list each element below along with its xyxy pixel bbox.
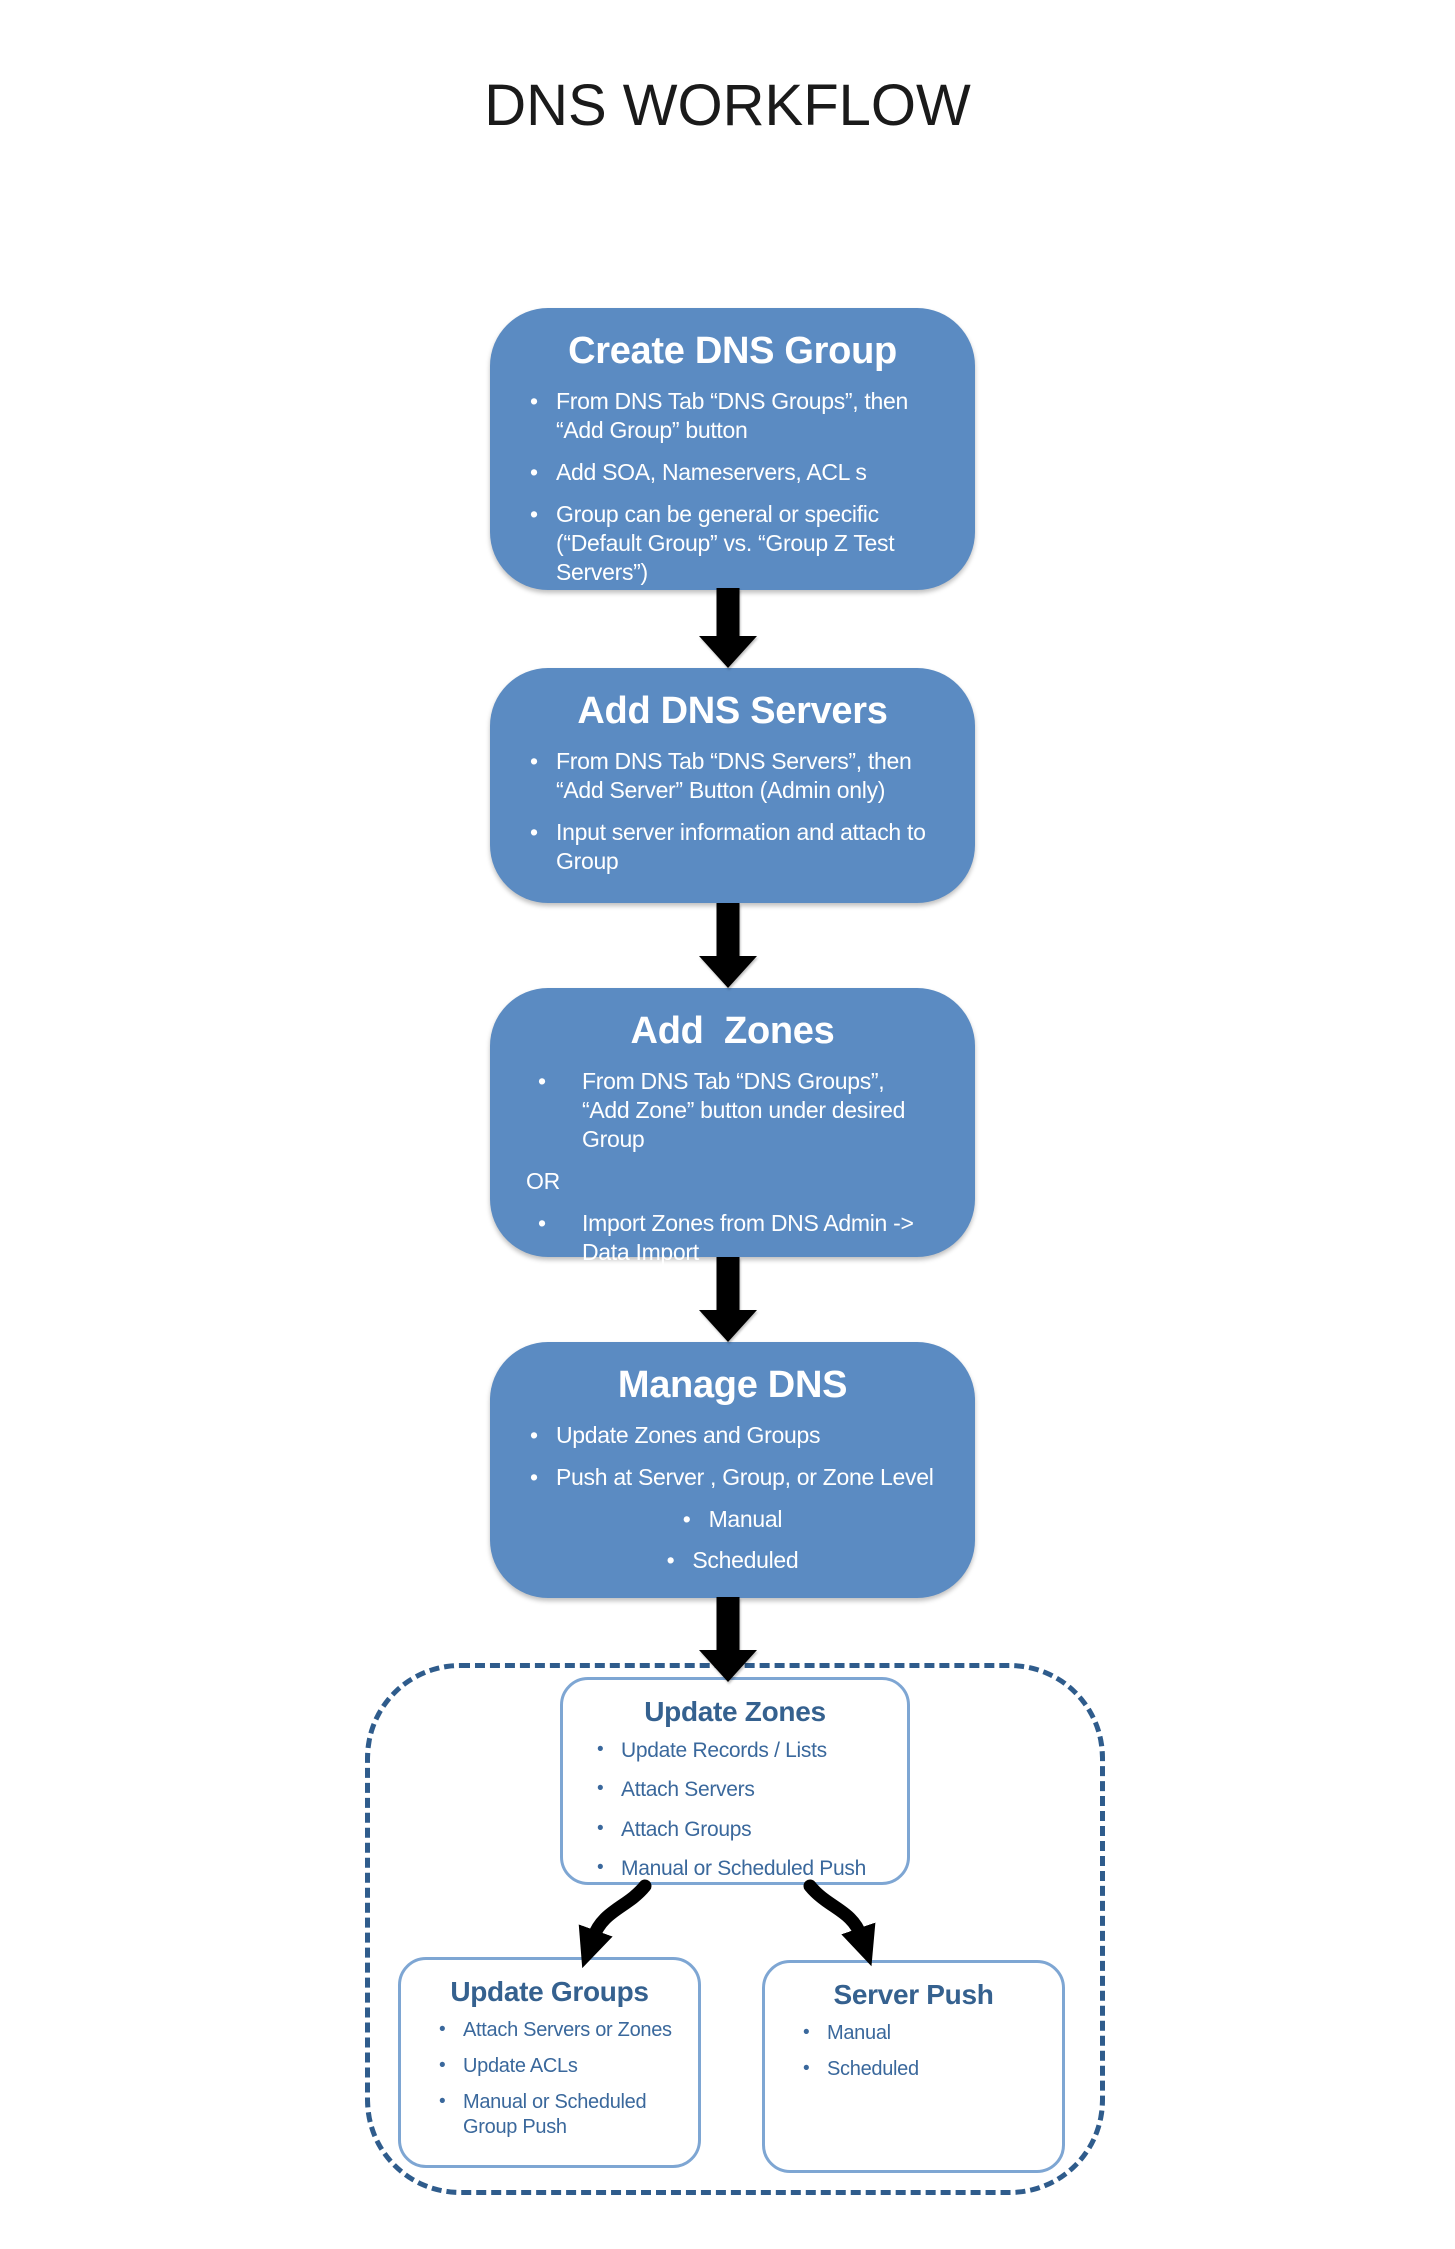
box-title-update-zones: Update Zones (644, 1696, 826, 1727)
flow-box-manage-dns: Manage DNS Update Zones and GroupsPush a… (490, 1342, 975, 1598)
arrow-head (699, 636, 757, 668)
bullet-item: Manual or Scheduled Group Push (439, 2090, 678, 2140)
arrow-head (699, 1650, 757, 1682)
arrow-down-icon (699, 1257, 757, 1342)
server-push-bullet-list: ManualScheduled (781, 2021, 1046, 2082)
bullet-item: Update ACLs (439, 2054, 678, 2079)
box-title-add-zones: Add Zones (630, 1010, 835, 1052)
bullet-item: Manual or Scheduled Push (597, 1856, 887, 1882)
arrow-stem (716, 588, 740, 636)
arrow-down-icon (699, 1597, 757, 1682)
bullet-item: OR (526, 1167, 560, 1194)
update-zones-bullet-list: Update Records / ListsAttach ServersAtta… (579, 1738, 891, 1882)
bullet-item: Scheduled (803, 2057, 1042, 2082)
bullet-item: Update Zones and Groups (530, 1421, 953, 1450)
bullet-item: Update Records / Lists (597, 1738, 887, 1764)
arrow-down-icon (699, 588, 757, 668)
detail-box-server-push: Server Push ManualScheduled (762, 1960, 1065, 2173)
box-title-add-dns-servers: Add DNS Servers (577, 690, 888, 732)
bullet-item: Attach Groups (597, 1817, 887, 1843)
detail-box-update-groups: Update Groups Attach Servers or ZonesUpd… (398, 1957, 701, 2168)
sub-bullet-item: Scheduled (667, 1546, 798, 1575)
create-dns-group-bullet-list: From DNS Tab “DNS Groups”, then “Add Gro… (526, 387, 939, 587)
bullet-item: Group can be general or specific (“Defau… (530, 500, 933, 587)
bullet-item: From DNS Tab “DNS Groups”, then “Add Gro… (530, 387, 933, 445)
bullet-item: Attach Servers (597, 1777, 887, 1803)
box-title-server-push: Server Push (833, 1979, 994, 2010)
detail-box-update-zones: Update Zones Update Records / ListsAttac… (560, 1677, 910, 1885)
box-title-update-groups: Update Groups (450, 1976, 649, 2007)
arrow-down-icon (699, 903, 757, 988)
bullet-item: From DNS Tab “DNS Groups”, “Add Zone” bu… (538, 1067, 933, 1154)
flow-box-add-dns-servers: Add DNS Servers From DNS Tab “DNS Server… (490, 668, 975, 903)
bullet-item: Import Zones from DNS Admin -> Data Impo… (538, 1209, 933, 1267)
arrow-stem (716, 903, 740, 956)
add-zones-bullet-list: From DNS Tab “DNS Groups”, “Add Zone” bu… (526, 1067, 939, 1267)
flow-box-add-zones: Add Zones From DNS Tab “DNS Groups”, “Ad… (490, 988, 975, 1265)
bullet-item: Input server information and attach to G… (530, 818, 949, 876)
bullet-item: Add SOA, Nameservers, ACL s (530, 458, 933, 487)
arrow-stem (716, 1257, 740, 1310)
bullet-item: Push at Server , Group, or Zone Level (530, 1463, 953, 1492)
bullet-item: From DNS Tab “DNS Servers”, then “Add Se… (530, 747, 949, 805)
add-dns-servers-bullet-list: From DNS Tab “DNS Servers”, then “Add Se… (526, 747, 949, 876)
box-title-manage-dns: Manage DNS (617, 1364, 848, 1406)
update-groups-bullet-list: Attach Servers or ZonesUpdate ACLsManual… (417, 2018, 682, 2140)
bullet-item: Attach Servers or Zones (439, 2018, 678, 2043)
page-title: DNS WORKFLOW (484, 73, 971, 138)
manage-dns-sub-bullet-list: ManualScheduled (526, 1505, 939, 1587)
box-title-create-dns-group: Create DNS Group (568, 330, 897, 372)
sub-bullet-item: Manual (683, 1505, 783, 1534)
arrow-head (699, 956, 757, 988)
arrow-stem (716, 1597, 740, 1650)
bullet-item: Manual (803, 2021, 1042, 2046)
arrow-head (699, 1310, 757, 1342)
manage-dns-bullet-list: Update Zones and GroupsPush at Server , … (526, 1421, 953, 1492)
flow-box-create-dns-group: Create DNS Group From DNS Tab “DNS Group… (490, 308, 975, 590)
